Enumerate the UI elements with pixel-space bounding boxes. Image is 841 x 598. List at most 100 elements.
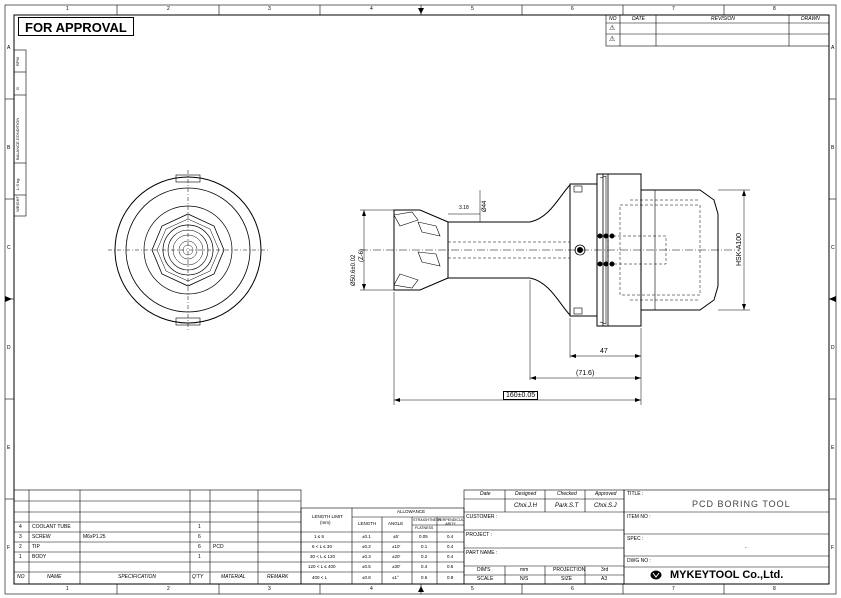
approval-date-label: Date: [480, 491, 491, 497]
dim-71-6: (71.6): [576, 370, 595, 377]
grid-col-7: 7: [672, 6, 675, 12]
center-arrows: [5, 8, 836, 592]
allowance-len: ±0.5: [362, 564, 371, 569]
grid-col-2-bottom: 2: [167, 586, 170, 592]
revision-date-header: DATE: [632, 16, 645, 22]
bom-name: BODY: [32, 554, 47, 560]
allowance-perp-val: 0.4: [447, 544, 454, 549]
allowance-str-val: 0.2: [421, 554, 428, 559]
approval-size-label: SIZE: [561, 576, 573, 582]
allowance-str-val: 0.6: [421, 575, 428, 580]
dimension-lines: [360, 189, 750, 405]
grid-col-6-bottom: 6: [571, 586, 574, 592]
grid-col-6: 6: [571, 6, 574, 12]
allowance-perp-val: 0.8: [447, 575, 454, 580]
side-view: [360, 173, 740, 327]
approval-approved-label: Approved: [595, 491, 617, 497]
grid-col-4: 4: [370, 6, 373, 12]
grid-col-2: 2: [167, 6, 170, 12]
allowance-len: ±0.3: [362, 554, 371, 559]
approval-table-lines: [463, 489, 625, 585]
bom-header-no: NO: [17, 574, 25, 580]
approval-projection-label: PROJECTION: [553, 567, 586, 573]
approval-stamp: FOR APPROVAL: [18, 17, 134, 36]
side-balance-label: BALANCE CONDITION: [15, 117, 20, 160]
approval-projection-value: 3rd: [601, 567, 609, 573]
allowance-str-val: 0.1: [421, 544, 428, 549]
revision-no-header: NO: [609, 16, 617, 22]
grid-row-d-right: D: [831, 345, 835, 351]
approval-scale-value: N/S: [520, 576, 529, 582]
allowance-range: 30 < L ≤ 120: [310, 554, 335, 559]
approval-dims-value: mm: [520, 567, 529, 573]
allowance-range: 400 < L: [312, 575, 328, 580]
company-logo-icon: [650, 570, 662, 580]
allowance-angle-val: ±20': [392, 554, 401, 559]
allowance-str-val: 0.4: [421, 564, 428, 569]
grid-row-c: C: [7, 245, 11, 251]
allowance-perpendicularity: PERPENDICUL-ARITY: [438, 518, 465, 526]
allowance-length-unit: (mm): [320, 520, 331, 525]
revision-mark-icon: ⚠: [609, 25, 616, 32]
bom-qty: 6: [198, 534, 201, 540]
bom-name: SCREW: [32, 534, 51, 540]
spec-label: SPEC :: [627, 536, 644, 542]
bom-no: 1: [19, 554, 22, 560]
dim-phi44: Ø44: [482, 200, 488, 212]
side-weight-value-label: L.S kg: [15, 178, 20, 190]
grid-col-4-bottom: 4: [370, 586, 373, 592]
grid-col-1-bottom: 1: [66, 586, 69, 592]
revision-mark-icon: ⚠: [609, 36, 616, 43]
approval-dims-label: DIM'S: [477, 567, 491, 573]
side-rpm-label: RPM: [15, 57, 20, 66]
grid-col-1: 1: [66, 6, 69, 12]
title-label: TITLE :: [627, 491, 644, 497]
bom-header-qty: Q'TY: [192, 574, 204, 580]
allowance-perp-val: 0.6: [447, 564, 454, 569]
grid-row-b: B: [7, 145, 11, 151]
grid-row-f-right: F: [831, 545, 835, 551]
approval-designer-signature: Choi.J.H: [514, 503, 538, 509]
dim-shank: HSK-A100: [736, 232, 743, 266]
spec-value: -: [745, 545, 747, 551]
grid-col-3: 3: [268, 6, 271, 12]
grid-row-a-right: A: [831, 45, 835, 51]
approval-project-label: PROJECT :: [466, 532, 493, 538]
allowance-angle-val: ±30': [392, 564, 401, 569]
bom-no: 4: [19, 524, 22, 530]
dim-diameter-sub: (Z-6): [359, 249, 365, 262]
approval-checker-signature: Park.S.T: [555, 503, 579, 509]
title-block-lines: [623, 489, 830, 585]
allowance-length-limit: LENGTH LIMIT: [312, 514, 344, 519]
bom-no: 3: [19, 534, 22, 540]
grid-row-d: D: [7, 345, 11, 351]
allowance-angle-val: ±1°: [392, 575, 399, 580]
bom-qty: 1: [198, 554, 201, 560]
allowance-angle-val: ±5': [393, 534, 399, 539]
side-g-label: G: [15, 86, 20, 90]
bom-name: COOLANT TUBE: [32, 524, 71, 530]
allowance-table-lines: [300, 507, 465, 585]
allowance-len: ±0.1: [362, 534, 371, 539]
grid-row-b-right: B: [831, 145, 835, 151]
allowance-flatness: FLATNESS: [415, 526, 434, 530]
allowance-perp-val: 0.4: [447, 554, 454, 559]
approval-size-value: A3: [601, 576, 608, 582]
company-name: MYKEYTOOL Co.,Ltd.: [670, 569, 784, 581]
bom-qty: 6: [198, 544, 201, 550]
item-no-label: ITEM NO :: [627, 514, 651, 520]
grid-col-3-bottom: 3: [268, 586, 271, 592]
approval-checked-label: Checked: [557, 491, 577, 497]
bom-qty: 1: [198, 524, 201, 530]
front-view: [108, 170, 268, 330]
grid-row-f: F: [7, 545, 11, 551]
allowance-str-val: 0.05: [419, 534, 428, 539]
revision-drawn-header: DRAWN: [801, 16, 820, 22]
grid-row-c-right: C: [831, 245, 835, 251]
allowance-straightness: STRAIGHTNESS: [413, 518, 441, 522]
grid-col-8-bottom: 8: [773, 586, 776, 592]
approval-part-name-label: PART NAME :: [466, 550, 498, 556]
bom-no: 2: [19, 544, 22, 550]
side-block-lines: [13, 49, 27, 217]
